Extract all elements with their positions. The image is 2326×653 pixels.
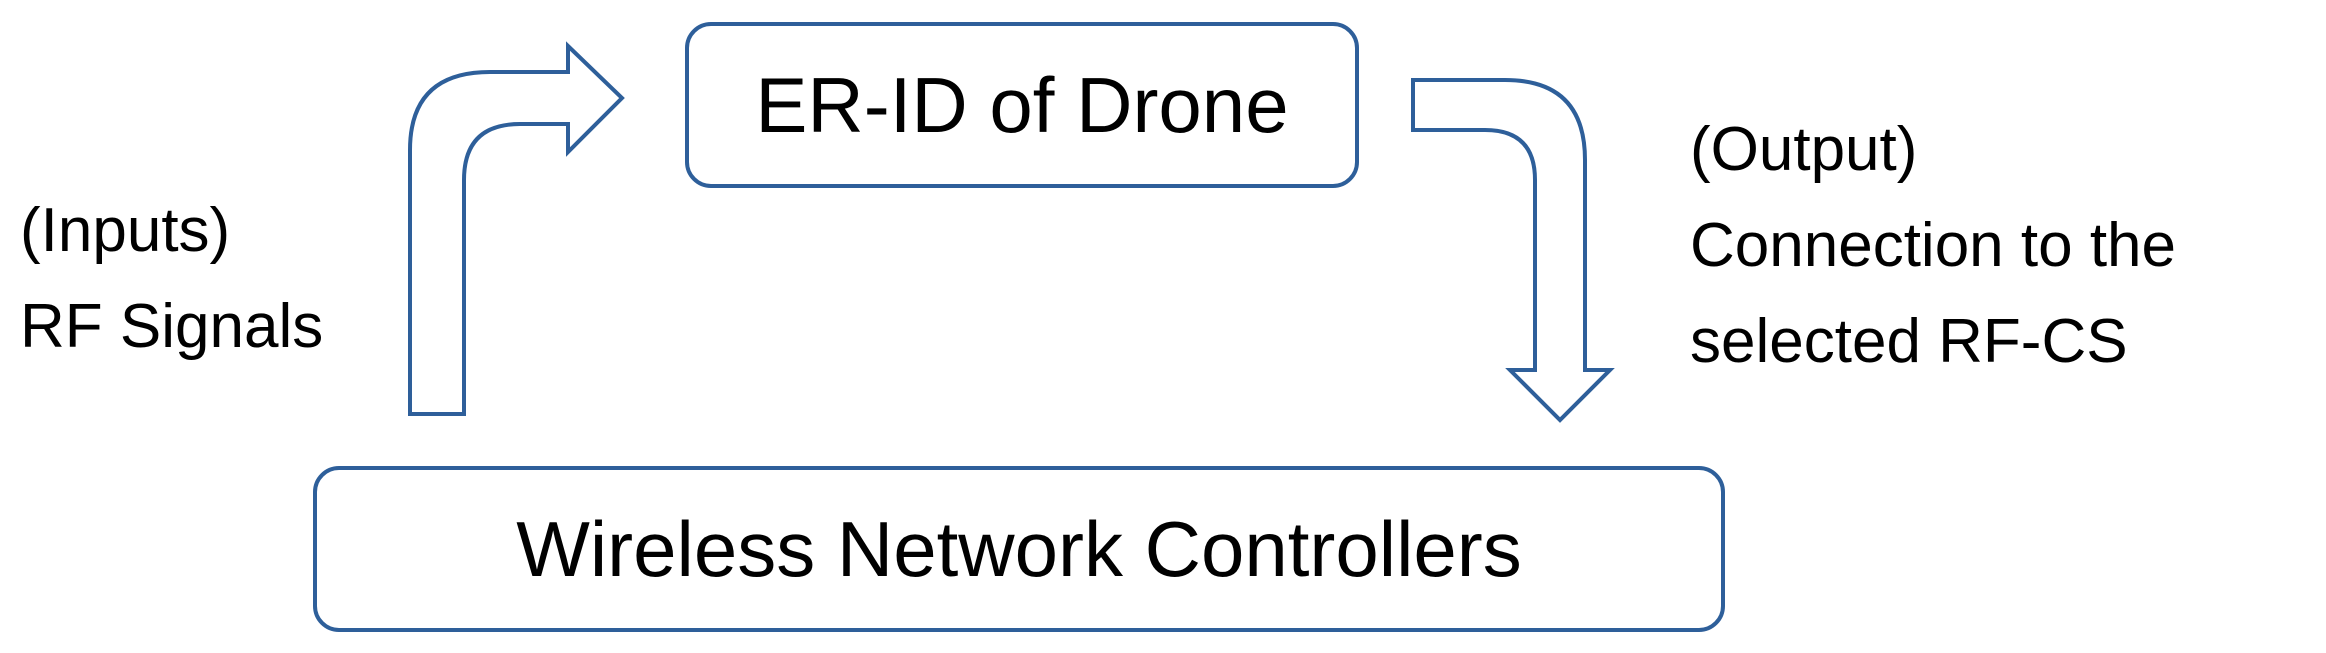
output-line-selected: selected RF-CS <box>1690 307 2128 376</box>
output-line-connection: Connection to the <box>1690 211 2177 280</box>
er-id-of-drone-node: ER-ID of Drone <box>685 22 1359 188</box>
wireless-network-controllers-label: Wireless Network Controllers <box>516 504 1522 593</box>
output-heading: (Output) <box>1690 115 1918 184</box>
output-annotation: (Output) Connection to the selected RF-C… <box>1690 102 2176 390</box>
er-id-of-drone-label: ER-ID of Drone <box>755 60 1289 149</box>
inputs-heading: (Inputs) <box>20 196 231 265</box>
wireless-network-controllers-node: Wireless Network Controllers <box>313 466 1725 632</box>
output-arrow-icon <box>1411 78 1615 423</box>
inputs-rf-signals: RF Signals <box>20 292 324 361</box>
inputs-annotation: (Inputs) RF Signals <box>20 183 323 375</box>
input-arrow-icon <box>408 41 625 416</box>
